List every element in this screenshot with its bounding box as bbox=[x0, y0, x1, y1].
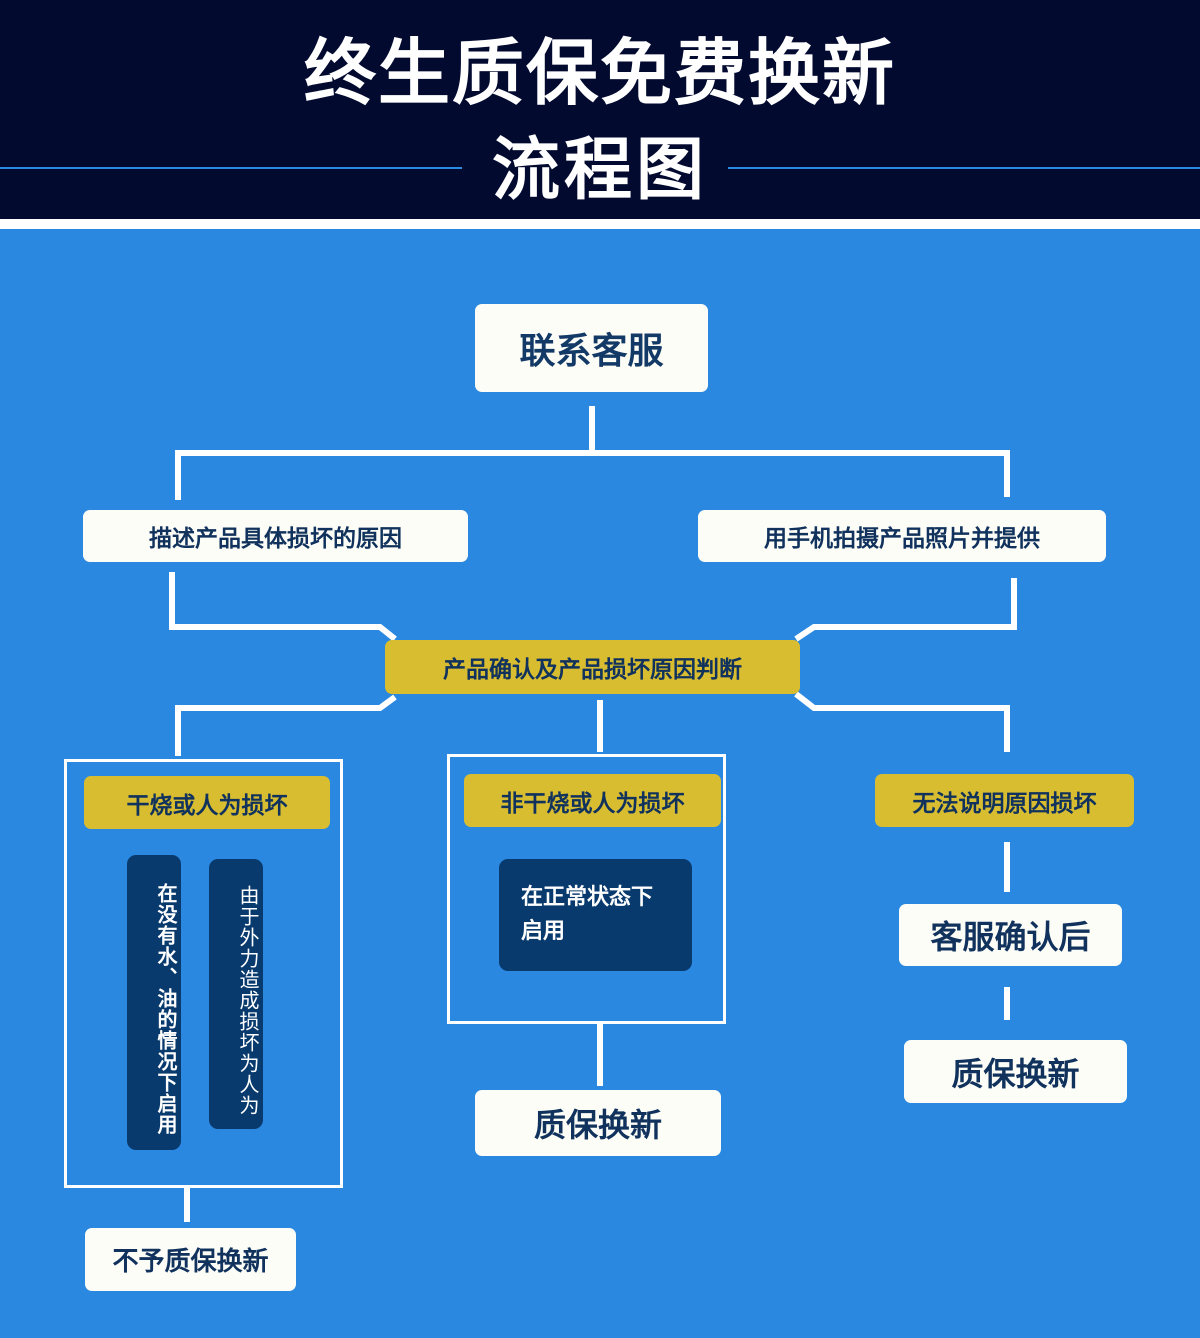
connector-left-to-judgement bbox=[169, 572, 397, 642]
right-branch-label: 无法说明原因损坏 bbox=[875, 774, 1134, 827]
left-branch-label: 干烧或人为损坏 bbox=[84, 776, 330, 829]
middle-condition-normal-use: 在正常状态下启用 bbox=[499, 859, 692, 971]
connector-judgement-right bbox=[794, 691, 1010, 752]
page-subtitle: 流程图 bbox=[491, 131, 708, 210]
left-condition-external-force: 由于外力造成损坏为人为 bbox=[209, 859, 263, 1129]
connector-start-split bbox=[175, 450, 1010, 500]
right-result-warranty-replace: 质保换新 bbox=[904, 1040, 1127, 1103]
judgement-step: 产品确认及产品损坏原因判断 bbox=[385, 640, 800, 694]
left-result-no-warranty: 不予质保换新 bbox=[85, 1228, 296, 1291]
start-contact-support: 联系客服 bbox=[475, 304, 708, 392]
left-condition-text-a: 在没有水、油的情况下启用 bbox=[154, 882, 178, 1135]
page-title: 终生质保免费换新 bbox=[303, 31, 896, 115]
left-condition-no-water-oil: 在没有水、油的情况下启用 bbox=[127, 855, 181, 1150]
title-rule-right bbox=[728, 167, 1200, 169]
title-rule-left bbox=[0, 167, 462, 169]
middle-branch-label: 非干烧或人为损坏 bbox=[464, 774, 721, 827]
right-step-support-confirm: 客服确认后 bbox=[899, 904, 1122, 966]
left-condition-text-b: 由于外力造成损坏为人为 bbox=[236, 884, 260, 1116]
option-describe-damage: 描述产品具体损坏的原因 bbox=[83, 510, 468, 562]
connector-right-to-judgement bbox=[794, 578, 1017, 642]
middle-result-warranty-replace: 质保换新 bbox=[475, 1090, 721, 1156]
option-photo-product: 用手机拍摄产品照片并提供 bbox=[698, 510, 1106, 562]
header-banner: 终生质保免费换新 流程图 bbox=[0, 0, 1200, 219]
middle-branch-frame bbox=[447, 754, 726, 1024]
connector-judgement-left bbox=[175, 694, 397, 756]
header-divider bbox=[0, 219, 1200, 229]
left-branch-frame bbox=[64, 759, 343, 1188]
